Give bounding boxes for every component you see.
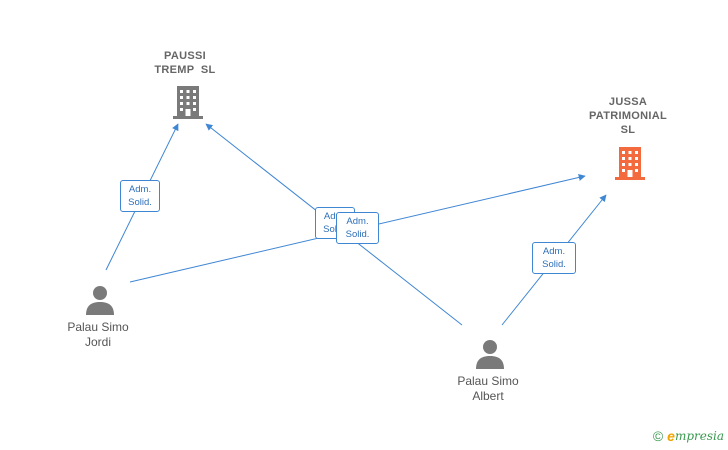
edge-label-line2: Solid. <box>345 229 370 240</box>
company-jussa-name-line3: SL <box>620 124 636 136</box>
company-jussa-name-line1: JUSSA <box>608 96 648 108</box>
person-albert-name-line1: Palau Simo <box>457 374 519 388</box>
building-icon[interactable] <box>172 84 204 120</box>
person-jordi-name-line2: Jordi <box>84 335 111 349</box>
brand-logo-text: mpresia <box>674 429 724 443</box>
edge-label-line1: Adm. <box>346 216 369 227</box>
brand-logo-e: e <box>667 428 675 444</box>
person-icon[interactable] <box>474 338 506 370</box>
edge-label-line2: Solid. <box>542 259 566 270</box>
person-albert-label: Palau Simo Albert <box>438 374 538 404</box>
edge-label-line1: Adm. <box>542 246 566 257</box>
edge-label-line2: Solid. <box>323 224 347 235</box>
brand-footer[interactable]: © e mpresia <box>653 428 724 444</box>
company-paussi-name-line1: PAUSSI <box>164 50 206 62</box>
edge-label-line1: Adm. <box>323 211 347 222</box>
edge-label-jordi-paussi[interactable]: Adm. Solid. <box>120 180 160 212</box>
company-paussi-name-line2: TREMP SL <box>154 64 216 76</box>
edge-label-albert-jussa[interactable]: Adm. Solid. <box>532 242 576 274</box>
company-jussa-label: JUSSA PATRIMONIAL SL <box>576 95 680 137</box>
edge-label-jordi-jussa[interactable]: Adm. Solid. <box>336 212 379 244</box>
building-icon[interactable] <box>614 145 646 181</box>
person-albert-name-line2: Albert <box>472 389 504 403</box>
person-jordi-label: Palau Simo Jordi <box>48 320 148 350</box>
person-icon[interactable] <box>84 284 116 316</box>
edge-label-line2: Solid. <box>128 197 152 208</box>
edge-label-line1: Adm. <box>128 184 152 195</box>
company-jussa-name-line2: PATRIMONIAL <box>588 110 668 122</box>
person-jordi-name-line1: Palau Simo <box>67 320 129 334</box>
copyright-symbol: © <box>652 428 664 444</box>
company-paussi-label: PAUSSI TREMP SL <box>140 49 230 77</box>
